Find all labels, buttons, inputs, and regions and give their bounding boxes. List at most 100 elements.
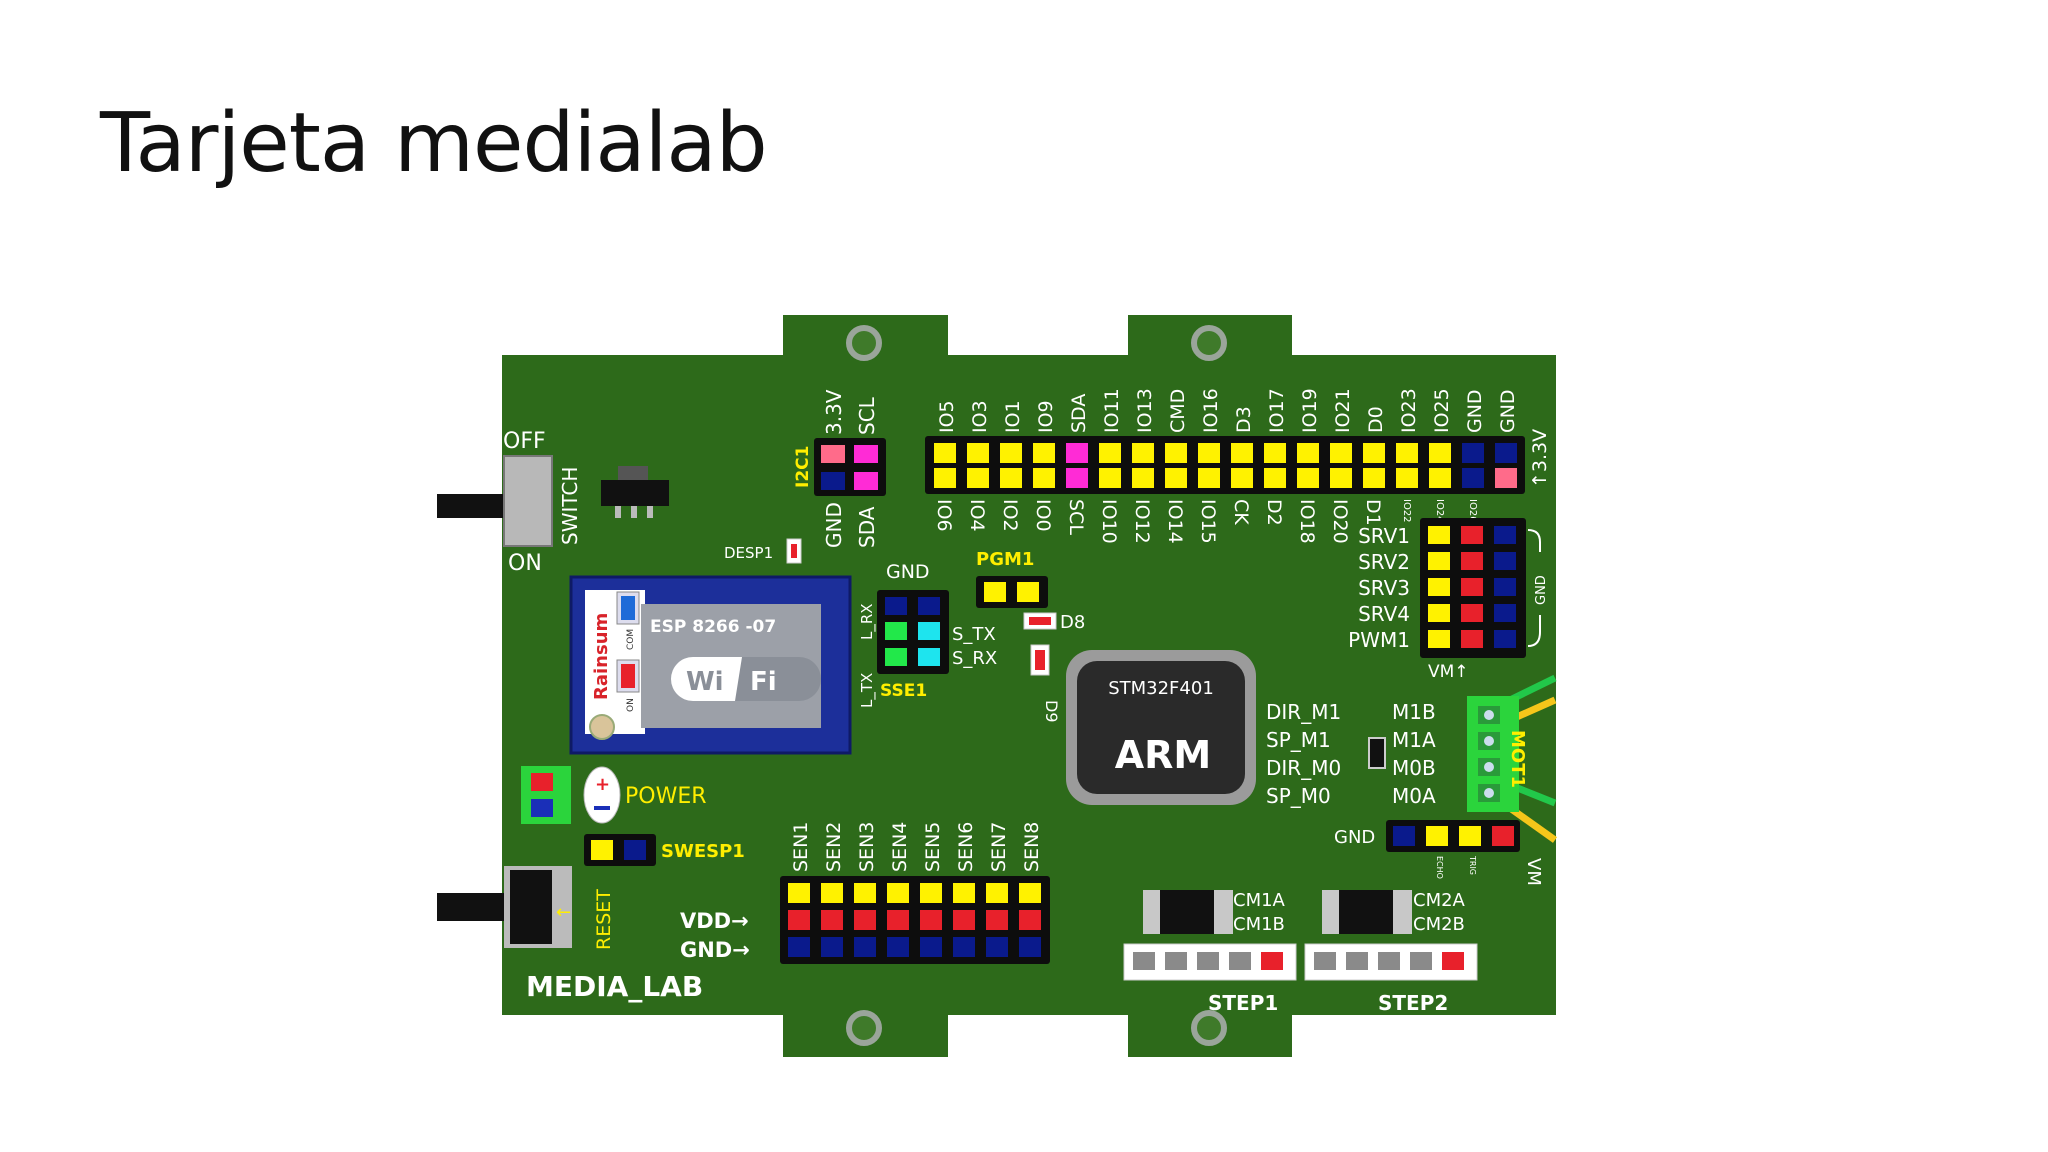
pin-label: IO14 — [1164, 499, 1186, 544]
sensor-pin — [1019, 910, 1041, 930]
i2c-name: I2C1 — [793, 446, 813, 488]
io-pin — [1495, 443, 1517, 463]
cm2-bridge: CM2A CM2B — [1322, 890, 1466, 935]
io-pin — [1033, 443, 1055, 463]
switch-label: SWITCH — [558, 467, 582, 545]
sensor-pin — [986, 910, 1008, 930]
step2-connector: STEP2 — [1304, 943, 1478, 1015]
board-label: S_RX — [952, 648, 997, 669]
servo-pin — [1494, 630, 1516, 648]
io-pin — [1198, 443, 1220, 463]
io-pin — [934, 443, 956, 463]
board-label: D8 — [1060, 612, 1085, 633]
io-pin — [1033, 468, 1055, 488]
sensor-pin — [920, 910, 942, 930]
board-label: L_TX — [858, 673, 877, 708]
pin-label: SEN8 — [1021, 822, 1043, 872]
pin-label: IO19 — [1299, 388, 1321, 433]
servo-pin — [1494, 526, 1516, 544]
wifi-right: Fi — [750, 667, 777, 697]
io-pin — [1297, 468, 1319, 488]
pin-label: IO23 — [1398, 388, 1420, 433]
sensor-pin — [887, 883, 909, 903]
io-pins — [934, 443, 1517, 488]
io-pin — [1165, 468, 1187, 488]
ultrasonic-header: GND ECHO TRIG VM — [1334, 820, 1544, 886]
board-label: STEP2 — [1378, 991, 1448, 1015]
sensor-pin — [953, 910, 975, 930]
regulator — [601, 466, 669, 518]
pin-label: D1 — [1362, 499, 1384, 526]
pin-label: IO9 — [1035, 400, 1057, 433]
pin-label: SRV3 — [1358, 576, 1410, 600]
io-pin — [1297, 443, 1319, 463]
pin-label: M1B — [1392, 700, 1436, 724]
pgm1-header: PGM1 — [976, 549, 1048, 608]
io-pin — [1000, 468, 1022, 488]
io-pin — [1396, 468, 1418, 488]
servo-pin — [1428, 630, 1450, 648]
mounting-holes — [846, 325, 1227, 1046]
io-pin — [1099, 468, 1121, 488]
board-label: COM — [626, 629, 636, 650]
sensor-pin — [854, 937, 876, 957]
board-label: VM — [1523, 858, 1544, 886]
sensor-pin — [887, 910, 909, 930]
sensor-pin — [821, 910, 843, 930]
io-pin — [1363, 468, 1385, 488]
sensor-pin — [788, 883, 810, 903]
pin-label: D2 — [1263, 499, 1285, 526]
v33-label: ↑3.3V — [1529, 429, 1551, 488]
io-pin — [1462, 468, 1484, 488]
pin-label: SRV4 — [1358, 602, 1410, 626]
pin-label: IO12 — [1131, 499, 1153, 544]
sensor-pin — [920, 937, 942, 957]
pin-label: IO10 — [1098, 499, 1120, 544]
servo-pin — [1461, 526, 1483, 544]
swesp1-header: SWESP1 — [584, 834, 745, 866]
io-pin — [1264, 443, 1286, 463]
pin-label: SEN1 — [790, 822, 812, 872]
io-pin — [934, 468, 956, 488]
servo-pin — [1428, 526, 1450, 544]
mot1-connector: MOT1 — [1467, 674, 1558, 843]
pin-label: IO2 — [999, 499, 1021, 532]
pin-label: M0B — [1392, 756, 1436, 780]
esp8266-module: Rainsum COM ON ESP 8266 -07 Wi Fi — [569, 575, 852, 755]
motor-jumper — [1368, 737, 1386, 769]
sensor-pins — [788, 883, 1041, 957]
sensor-pin — [920, 883, 942, 903]
servo-pin — [1461, 604, 1483, 622]
slide-title: Tarjeta medialab — [100, 96, 768, 191]
esp-model: ESP 8266 -07 — [650, 617, 776, 637]
i2c-header: 3.3V SCL GND SDA I2C1 — [793, 389, 886, 548]
sensor-pin — [854, 910, 876, 930]
board-label: GND — [1534, 575, 1549, 605]
io-pin — [1165, 443, 1187, 463]
pin-label: IO5 — [936, 400, 958, 433]
pin-label: IO25 — [1431, 388, 1453, 433]
pin-label: IO17 — [1266, 388, 1288, 433]
board-label: STEP1 — [1208, 991, 1278, 1015]
power-connector: + POWER — [521, 766, 707, 824]
pin-label: IO16 — [1200, 388, 1222, 433]
pin-label: IO1 — [1002, 400, 1024, 433]
servo-pin — [1428, 578, 1450, 596]
servo-pin — [1461, 578, 1483, 596]
switch-on-label: ON — [508, 551, 542, 576]
sse1-header: GND L_RX L_TX S_TX S_RX SSE1 — [858, 561, 997, 708]
board-label: SCL — [855, 396, 879, 435]
io-pin — [1066, 443, 1088, 463]
wifi-left: Wi — [686, 667, 724, 697]
sensor-pin — [1019, 937, 1041, 957]
pin-label: SCL — [1065, 499, 1087, 535]
pin-label: IO15 — [1197, 499, 1219, 544]
board-label: ECHO — [1435, 856, 1444, 879]
board-label: CM1A — [1233, 890, 1286, 911]
servo-pin — [1494, 578, 1516, 596]
pin-label: DIR_M0 — [1266, 756, 1341, 780]
sensor-pin — [1019, 883, 1041, 903]
